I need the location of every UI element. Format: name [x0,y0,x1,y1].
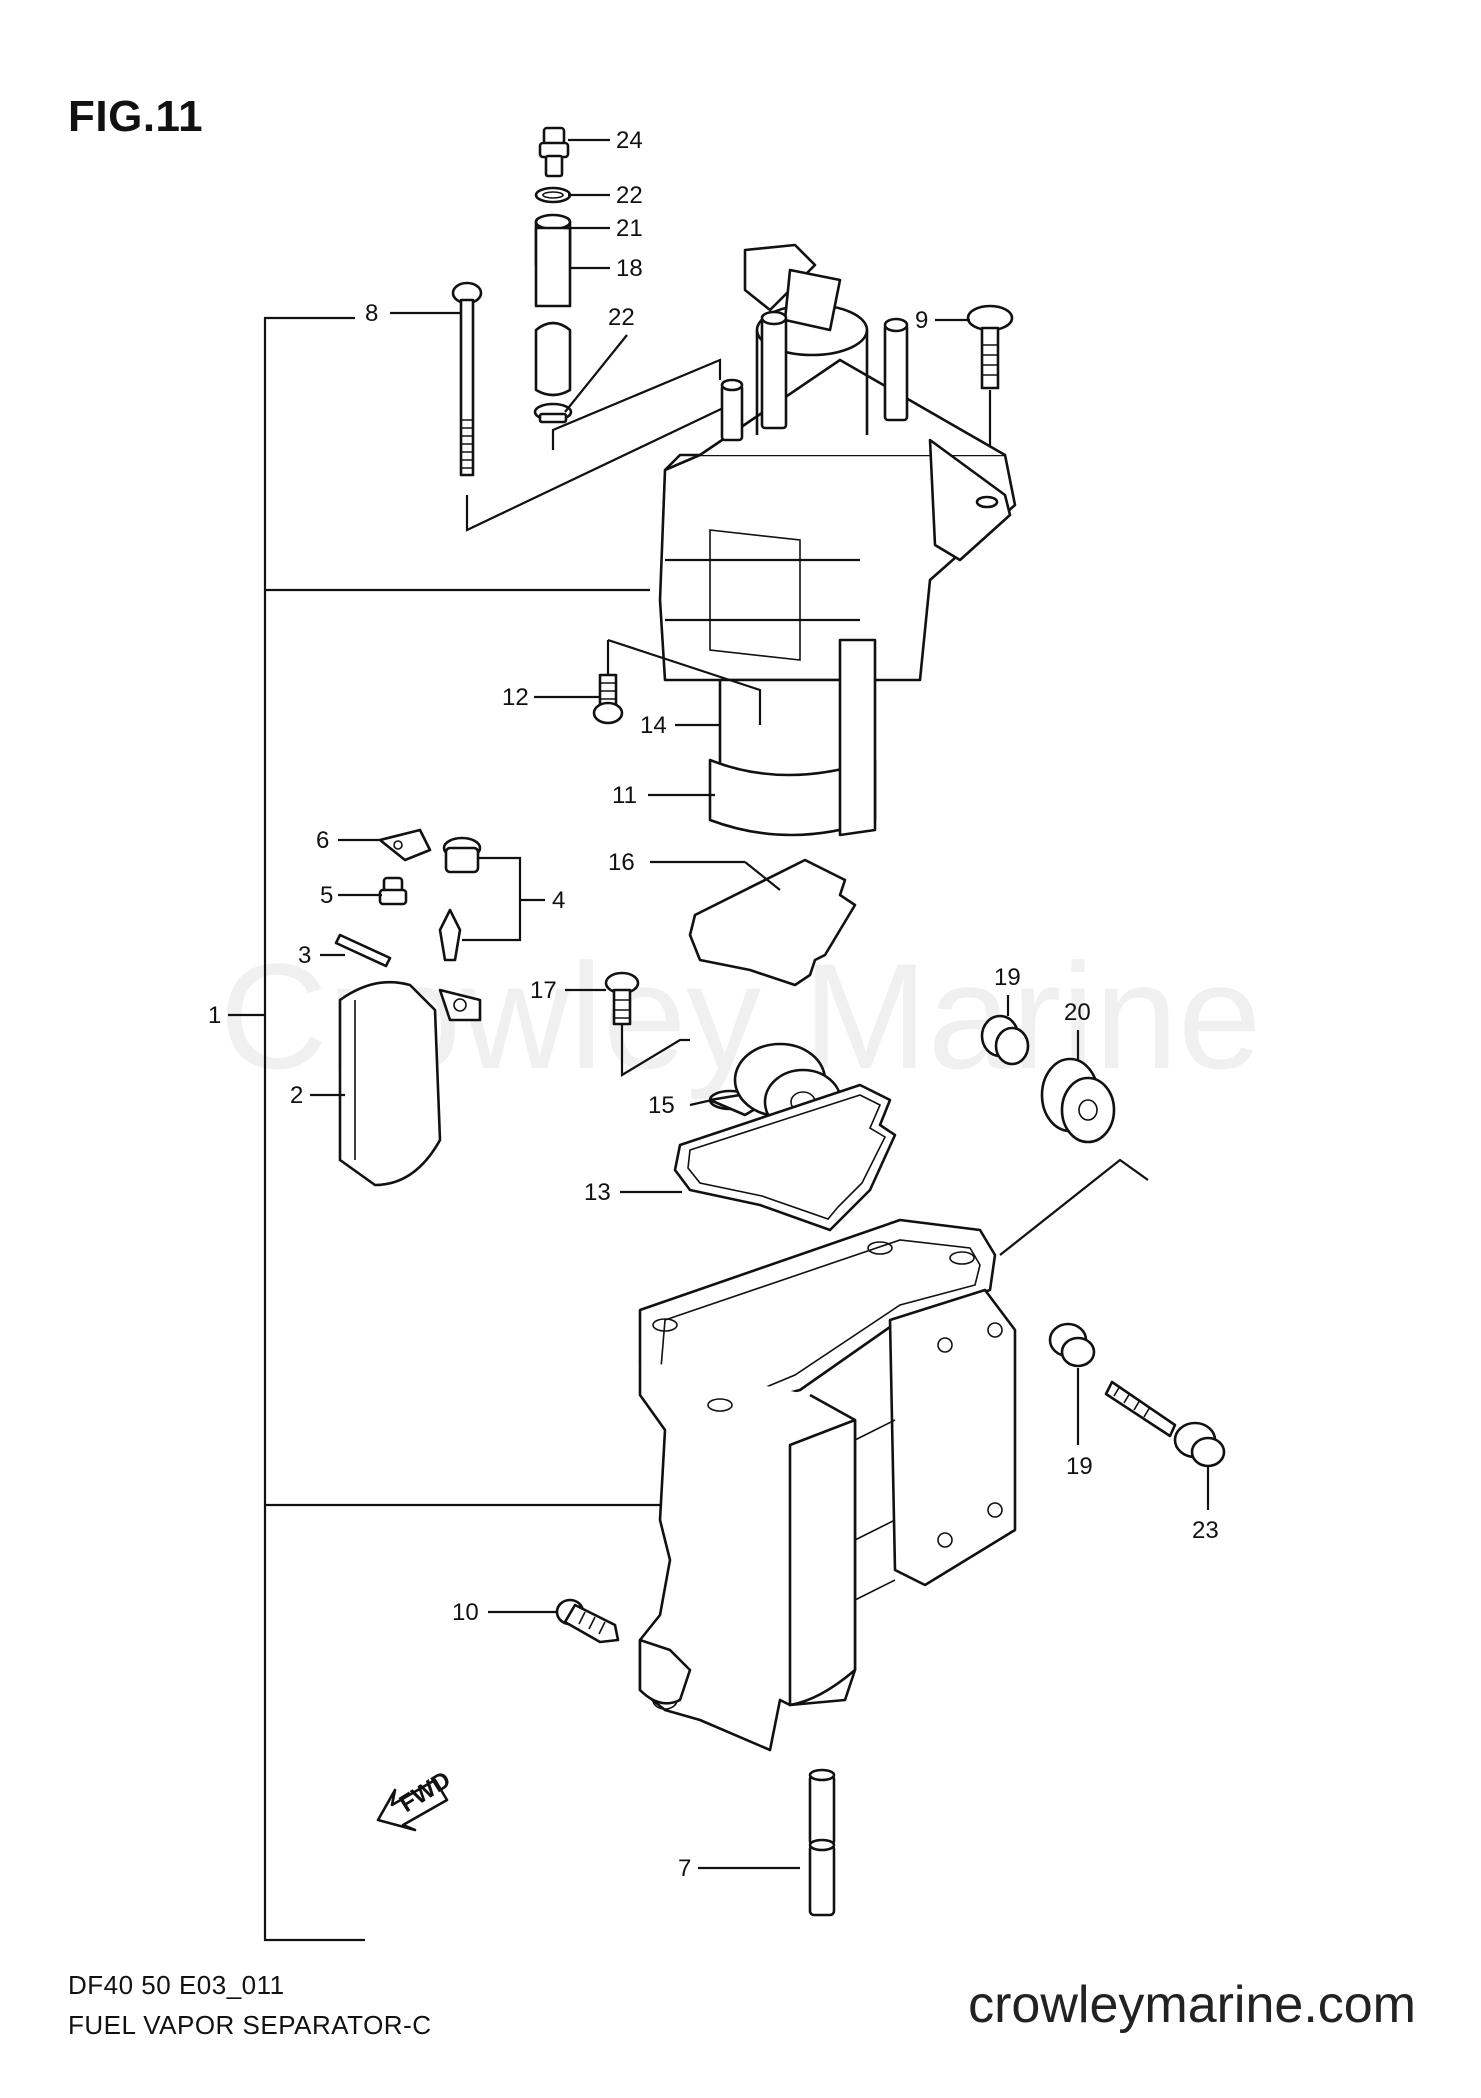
screw-17 [604,971,640,1026]
grommet-20 [1040,1057,1116,1144]
callout-17: 17 [530,977,557,1004]
screw-10 [555,1598,620,1644]
callout-16: 16 [608,849,635,876]
gasket-13 [673,1083,897,1232]
callout-14: 14 [640,712,667,739]
callout-1: 1 [208,1002,221,1029]
separator-upper-body [658,243,1017,837]
pin-3 [334,933,392,968]
callout-24: 24 [616,127,643,154]
callout-11: 11 [612,782,637,809]
screw-9 [966,304,1014,500]
callout-7: 7 [678,1855,691,1882]
grommet-19-lower [1048,1322,1096,1368]
callout-19-lower: 19 [1066,1453,1093,1480]
long-bolt-8 [451,281,483,477]
callout-19-upper: 19 [994,964,1021,991]
callout-9: 9 [915,307,928,334]
valve-seat-4 [442,836,482,874]
callout-23: 23 [1192,1517,1219,1544]
callout-4: 4 [552,887,565,914]
hose-fitting-24 [538,126,570,178]
callout-3: 3 [298,942,311,969]
needle-valve-4 [438,908,462,962]
forward-direction-arrow: FWD [376,1766,456,1832]
callout-8: 8 [365,300,378,327]
gasket-16 [688,858,857,987]
callout-2: 2 [290,1082,303,1109]
figure-title: FIG.11 [68,92,204,141]
callout-15: 15 [648,1092,675,1119]
plug-5 [378,876,408,906]
callout-22-top: 22 [616,182,643,209]
clip-6 [378,828,432,862]
hose-clip-22-top [534,186,572,204]
model-code-label: DF40 50 E03_011 [68,1970,285,2000]
grommet-19-upper [980,1014,1030,1066]
hose-18 [534,213,572,397]
callout-22-lower: 22 [608,304,635,331]
bolt-23 [1104,1380,1226,1468]
dowel-pin-7 [808,1768,836,1917]
hose-clip-22-lower [533,402,573,424]
callout-21: 21 [616,215,643,242]
leader-lines [228,138,1210,1870]
screw-12 [592,640,624,725]
callout-13: 13 [584,1179,611,1206]
float-2 [338,980,482,1187]
callout-5: 5 [320,882,333,909]
separator-lower-case [638,1218,1017,1752]
callout-12: 12 [502,684,529,711]
assembly-bracket [263,316,670,1942]
callout-10: 10 [452,1599,479,1626]
section-name-label: FUEL VAPOR SEPARATOR-C [68,2010,432,2040]
callout-18: 18 [616,255,643,282]
callout-20: 20 [1064,999,1091,1026]
website-link[interactable]: crowleymarine.com [968,1976,1416,2034]
callout-numbers: 24 22 21 18 22 8 9 12 14 11 6 5 4 3 16 1… [208,127,1219,1882]
callout-6: 6 [316,827,329,854]
